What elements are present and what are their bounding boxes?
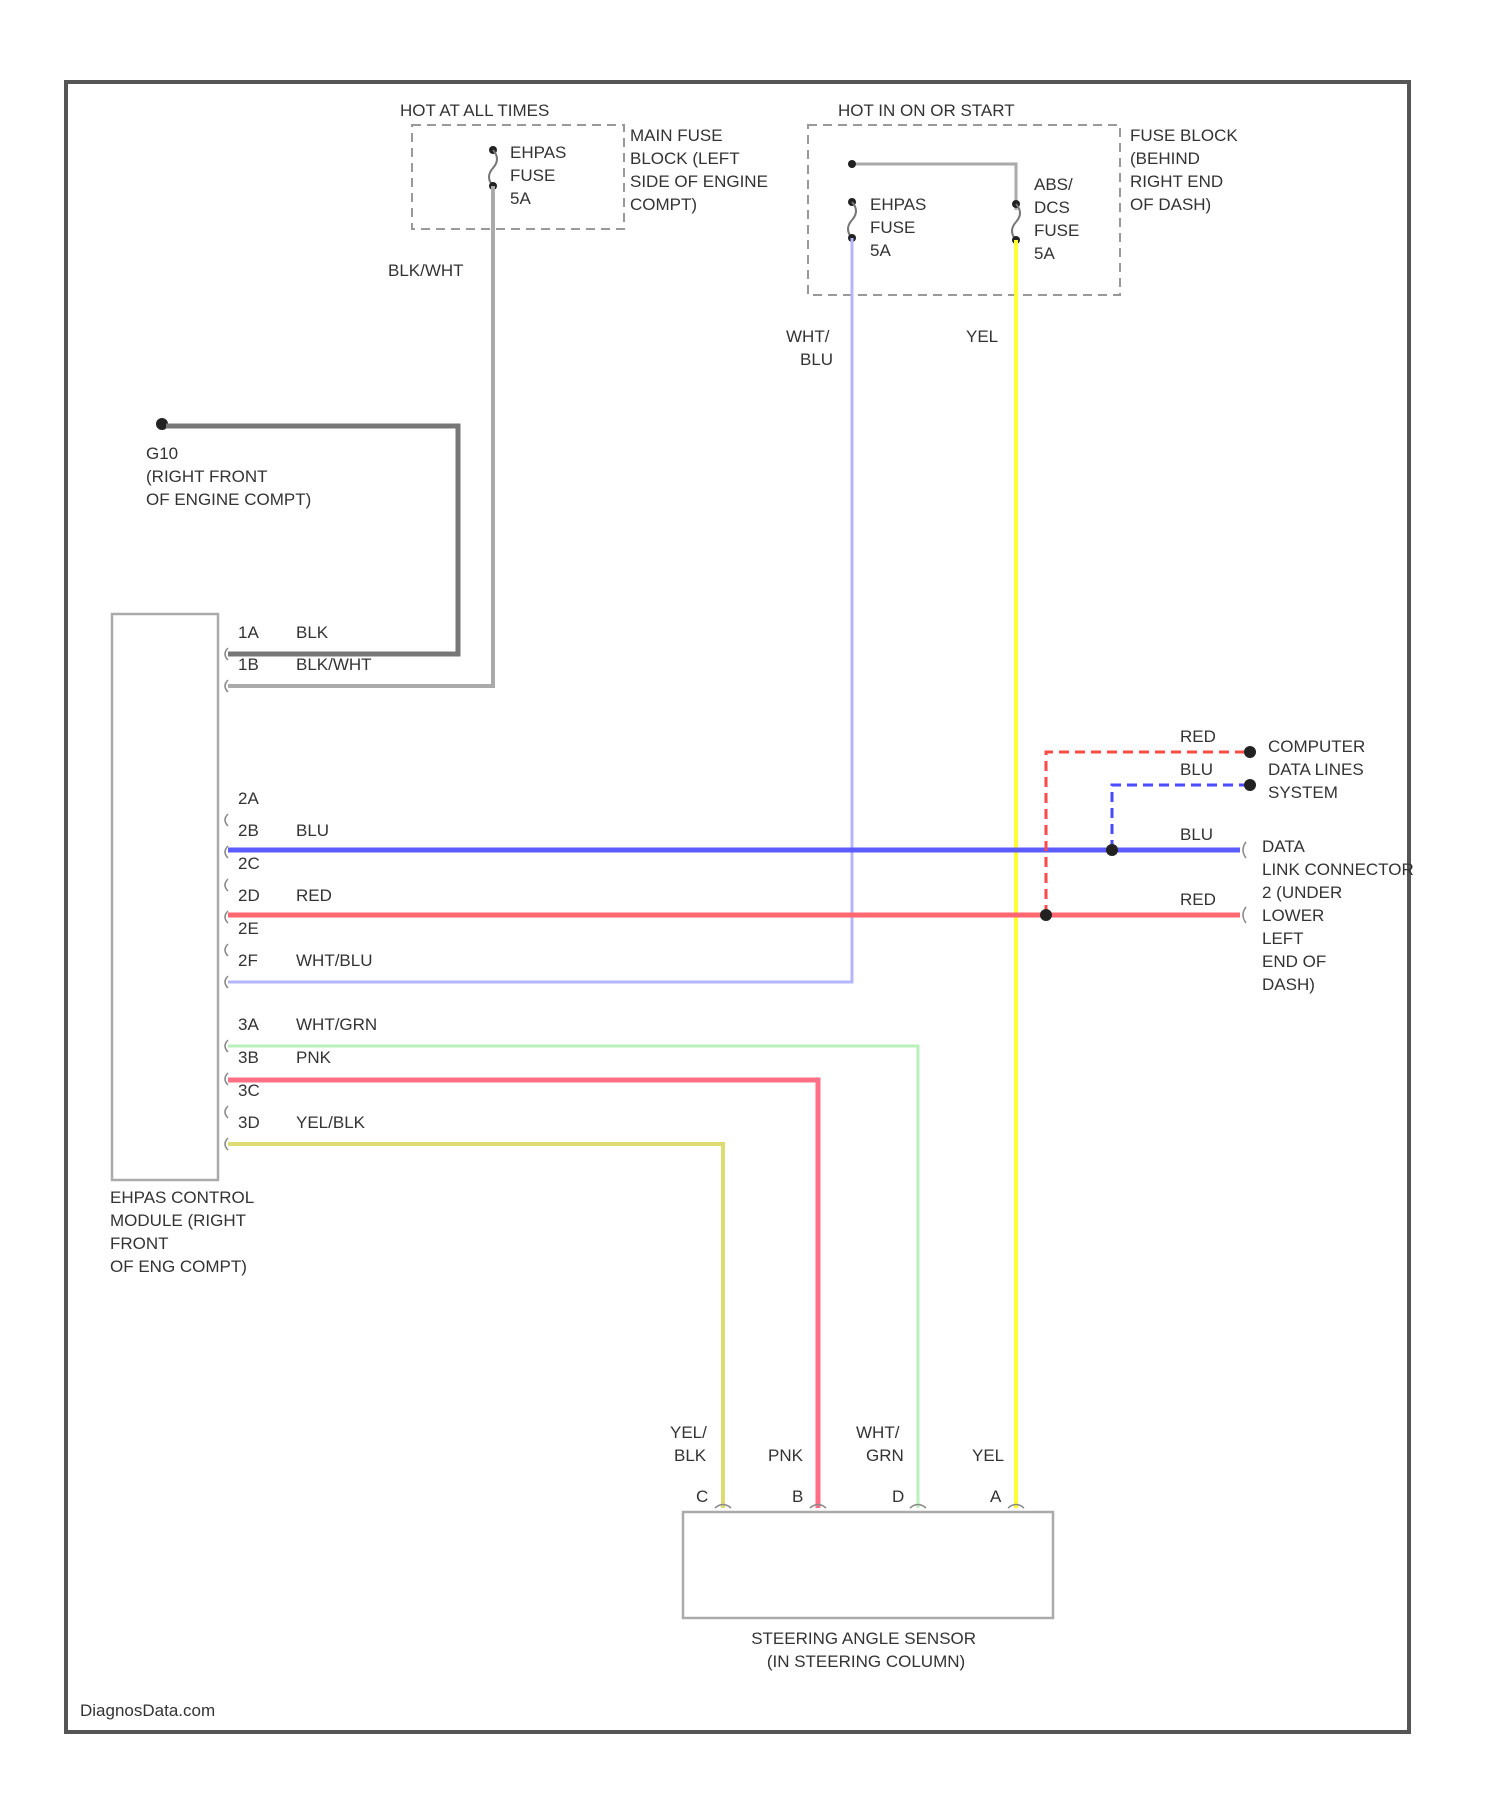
ehpas-fuse-main-icon: [489, 146, 497, 190]
wire-wht-blu: [228, 238, 852, 982]
ehpas-control-module: [112, 614, 218, 1180]
wire-yel-blk: [228, 1144, 723, 1508]
module-pin-wire-color: YEL/BLK: [296, 1113, 366, 1132]
module-pin-number: 2A: [238, 789, 259, 808]
module-pin-number: 3A: [238, 1015, 259, 1034]
wire-red-data-dashed: [1046, 752, 1250, 915]
main-fuse-block-label: MAIN FUSE BLOCK (LEFT SIDE OF ENGINE COM…: [630, 126, 773, 214]
red-data-wire-label: RED: [1180, 727, 1216, 746]
ehpas-fuse-dash-label: EHPAS FUSE 5A: [870, 195, 931, 260]
red-dlc-wire-label: RED: [1180, 890, 1216, 909]
ehpas-fuse-dash-icon: [848, 198, 856, 242]
module-pin-terminal: [225, 1106, 228, 1118]
module-pin-number: 2E: [238, 919, 259, 938]
module-pin-terminal: [225, 814, 228, 826]
sensor-pin-a: A: [990, 1487, 1002, 1506]
computer-data-lines-label: COMPUTER DATA LINES SYSTEM: [1268, 737, 1370, 802]
sensor-yel-blk-wire-label: YEL/ BLK: [670, 1423, 712, 1465]
steering-angle-sensor: [683, 1512, 1053, 1618]
dash-fuse-block-label: FUSE BLOCK (BEHIND RIGHT END OF DASH): [1130, 126, 1242, 214]
blu-dlc-wire-label: BLU: [1180, 825, 1213, 844]
module-pin-wire-color: BLK/WHT: [296, 655, 372, 674]
steering-angle-sensor-label: STEERING ANGLE SENSOR (IN STEERING COLUM…: [751, 1629, 981, 1671]
data-link-connector-label: DATA LINK CONNECTOR 2 (UNDER LOWER LEFT …: [1262, 837, 1419, 994]
fuse-bus-splice: [848, 160, 856, 168]
wires: [166, 186, 1250, 1508]
hot-in-on-or-start-label: HOT IN ON OR START: [838, 101, 1015, 120]
blu-data-line-terminal: [1244, 779, 1256, 791]
watermark: DiagnosData.com: [80, 1701, 215, 1720]
abs-dcs-fuse-icon: [1012, 200, 1020, 244]
blu-data-wire-label: BLU: [1180, 760, 1213, 779]
ground-point-label: G10 (RIGHT FRONT OF ENGINE COMPT): [146, 444, 311, 509]
module-pin-wire-color: RED: [296, 886, 332, 905]
sensor-pnk-wire-label: PNK: [768, 1446, 804, 1465]
module-pin-wire-color: BLU: [296, 821, 329, 840]
module-pin-terminal: [225, 911, 228, 923]
module-pin-terminal: [225, 879, 228, 891]
module-pin-terminal: [225, 680, 228, 692]
sensor-pin-d: D: [892, 1487, 904, 1506]
module-pin-wire-color: BLK: [296, 623, 329, 642]
dlc-red-pin: [1243, 907, 1246, 923]
module-pin-list: 1A BLK 1B BLK/WHT 2A 2B BLU 2C 2D RED 2E 2F WHT/BLU 3…: [225, 623, 377, 1150]
abs-dcs-fuse-label: ABS/ DCS FUSE 5A: [1034, 175, 1084, 263]
module-pin-terminal: [225, 648, 228, 660]
red-splice: [1040, 909, 1052, 921]
control-module-label: EHPAS CONTROL MODULE (RIGHT FRONT OF ENG…: [110, 1188, 258, 1276]
module-pin-terminal: [225, 976, 228, 988]
sensor-wht-grn-wire-label: WHT/ GRN: [856, 1423, 904, 1465]
module-pin-number: 1A: [238, 623, 259, 642]
red-data-line-terminal: [1244, 746, 1256, 758]
ehpas-fuse-main-label: EHPAS FUSE 5A: [510, 143, 571, 208]
module-pin-number: 3D: [238, 1113, 260, 1132]
module-pin-number: 3B: [238, 1048, 259, 1067]
blu-splice: [1106, 844, 1118, 856]
module-pin-terminal: [225, 1040, 228, 1052]
module-pin-number: 2B: [238, 821, 259, 840]
module-pin-terminal: [225, 846, 228, 858]
yel-wire-label: YEL: [966, 327, 998, 346]
sensor-pin-b: B: [792, 1487, 803, 1506]
module-pin-wire-color: PNK: [296, 1048, 332, 1067]
dlc-blu-pin: [1243, 842, 1246, 858]
module-pin-number: 1B: [238, 655, 259, 674]
module-pin-terminal: [225, 1073, 228, 1085]
module-pin-number: 2F: [238, 951, 258, 970]
module-pin-number: 2C: [238, 854, 260, 873]
module-pin-terminal: [225, 1138, 228, 1150]
module-pin-number: 3C: [238, 1081, 260, 1100]
sensor-yel-wire-label: YEL: [972, 1446, 1004, 1465]
wht-blu-wire-label: WHT/ BLU: [786, 327, 834, 369]
blk-wht-wire-label: BLK/WHT: [388, 261, 464, 280]
module-pin-wire-color: WHT/BLU: [296, 951, 373, 970]
module-pin-number: 2D: [238, 886, 260, 905]
hot-at-all-times-label: HOT AT ALL TIMES: [400, 101, 549, 120]
sensor-pin-c: C: [696, 1487, 708, 1506]
module-pin-wire-color: WHT/GRN: [296, 1015, 377, 1034]
module-pin-terminal: [225, 944, 228, 956]
